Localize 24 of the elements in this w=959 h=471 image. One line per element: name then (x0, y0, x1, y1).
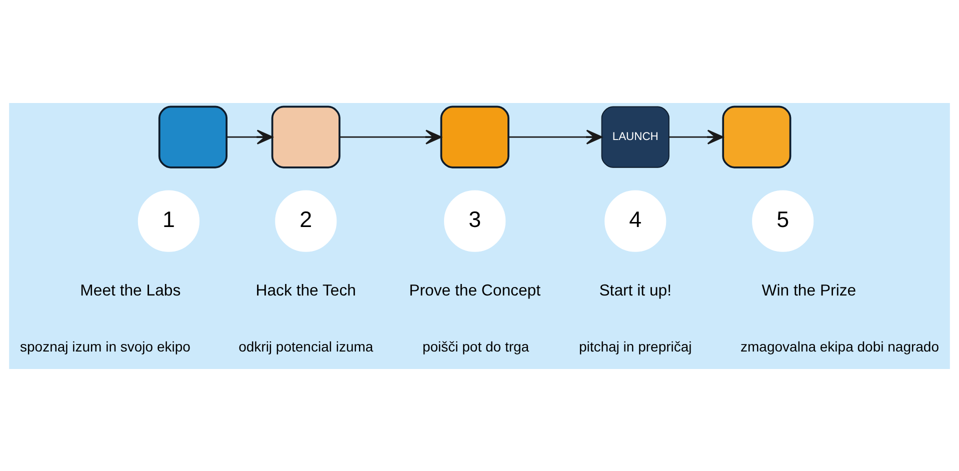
node-circle: 5 (752, 190, 814, 252)
arrow (669, 129, 724, 144)
node-box (271, 105, 340, 168)
node-label: spoznaj izum in svojo ekipo (20, 338, 190, 354)
node-box (722, 105, 792, 168)
node-circle: 2 (275, 190, 337, 252)
node-label: zmagovalna ekipa dobi nagrado (740, 338, 940, 354)
node-label: poišči pot do trga (422, 338, 530, 354)
node-circle: 4 (604, 190, 666, 252)
arrow (226, 129, 273, 144)
node-label: pitchaj in prepričaj (578, 338, 692, 354)
node-label: odkrij potencial izuma (238, 338, 374, 354)
node-box (440, 105, 510, 168)
node-box (158, 105, 228, 168)
arrow (340, 129, 442, 144)
node-label: Hack the Tech (256, 282, 356, 299)
node-circle: 1 (138, 190, 200, 252)
node-circle: 3 (444, 190, 506, 252)
arrow (508, 129, 602, 144)
node-label: Start it up! (599, 282, 672, 299)
node-label: Meet the Labs (80, 282, 181, 299)
node-box: LAUNCH (601, 106, 670, 168)
node-label: Prove the Concept (409, 282, 541, 299)
node-label: Win the Prize (762, 282, 856, 299)
